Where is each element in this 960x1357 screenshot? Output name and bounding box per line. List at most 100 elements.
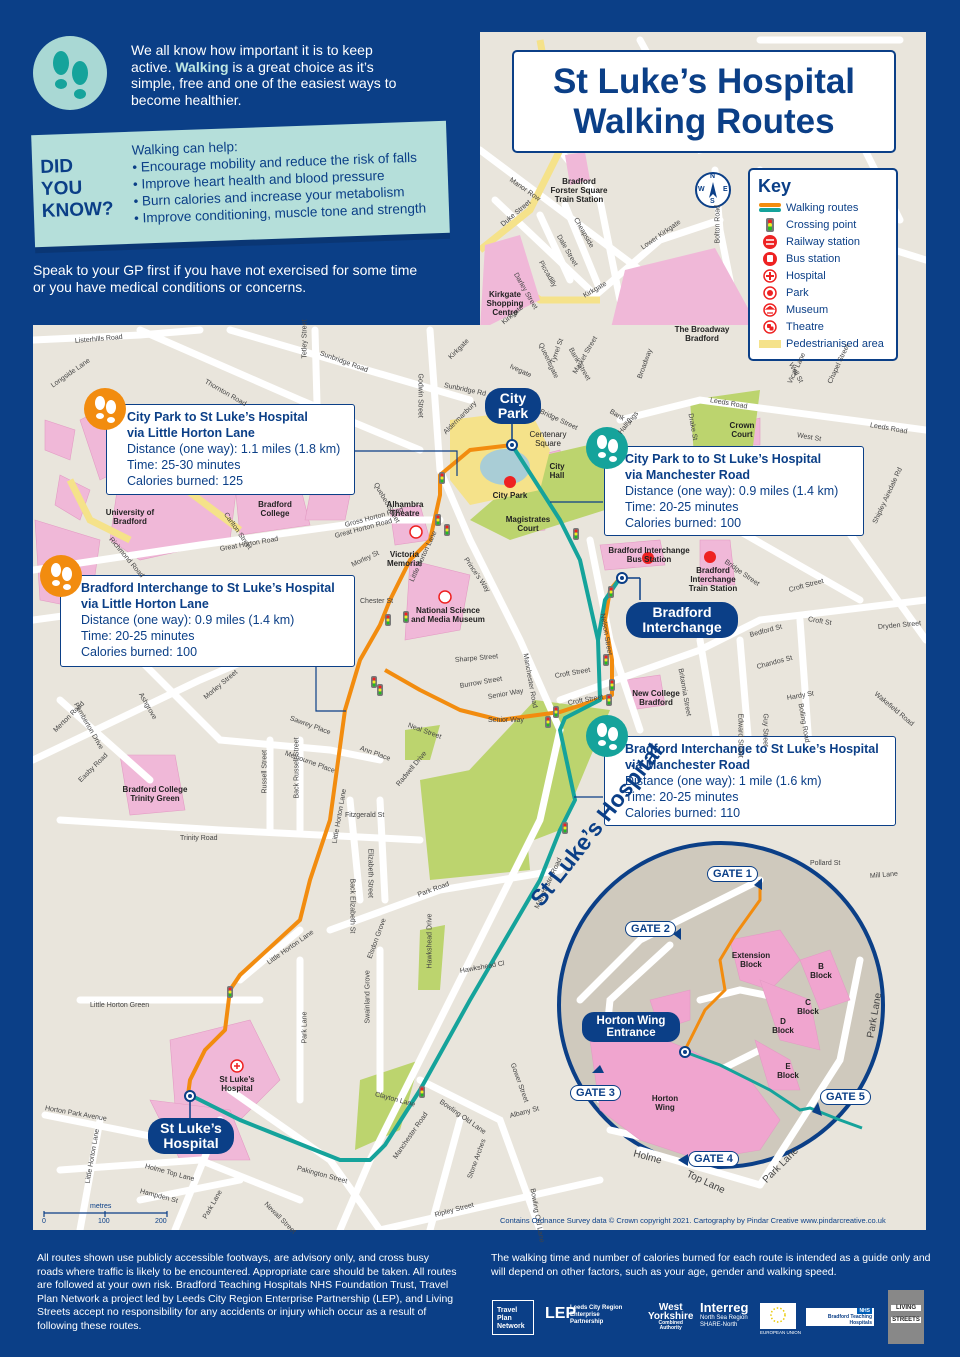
gate-5-label: GATE 5: [820, 1089, 871, 1105]
park-icon: [758, 285, 782, 300]
street-label: Senior Way: [488, 717, 524, 724]
crossing-point-icon: [758, 217, 782, 232]
street-label: Guy Street: [761, 713, 769, 747]
label-city-park: City Park: [492, 491, 528, 500]
street-label: Back Elizabeth St: [348, 878, 356, 934]
theatre-icon: [758, 319, 782, 334]
street-label: Godwin Street: [416, 373, 424, 418]
scale-tick: 0: [42, 1218, 46, 1225]
eu-flag-icon: [760, 1303, 796, 1329]
street-label: Edward Street: [736, 713, 744, 758]
logo-eu: EUROPEAN UNION: [760, 1330, 802, 1335]
street-label: Little Horton Green: [90, 1002, 150, 1009]
route-card-citypark-manchester: City Park to to St Luke’s Hospital via M…: [604, 446, 864, 536]
did-you-know-title: DID YOU KNOW?: [39, 155, 114, 222]
route-card-interchange-manchester: Bradford Interchange to St Luke’s Hospit…: [604, 736, 896, 826]
pin-horton-wing-entrance[interactable]: Horton Wing Entrance: [582, 1012, 680, 1042]
gate-2-label: GATE 2: [625, 921, 676, 937]
walking-emphasis: Walking: [175, 58, 229, 75]
gp-advice: Speak to your GP first if you have not e…: [33, 262, 418, 295]
hospital-icon: [758, 268, 782, 283]
footsteps-icon: [84, 388, 126, 430]
street-label: Hawkshead Drive: [426, 913, 434, 969]
key-item: Pedestrianised area: [758, 335, 888, 352]
street-label: Trinity Road: [180, 835, 218, 842]
crossing-points: [227, 472, 615, 1098]
scale-tick: 100: [98, 1218, 110, 1225]
gate-1-label: GATE 1: [707, 866, 758, 882]
street-label: Tetley Street: [301, 319, 309, 359]
street-label: Pollard St: [810, 860, 841, 867]
street-label: Fitzgerald St: [345, 812, 385, 819]
map-credit: Contains Ordnance Survey data © Crown co…: [500, 1216, 886, 1225]
street-label: Elizabeth Street: [366, 848, 374, 898]
footsteps-icon: [40, 555, 82, 597]
gate-3-label: GATE 3: [570, 1085, 621, 1101]
map-key: Key Walking routes Crossing point Railwa…: [748, 168, 898, 361]
street-label: Swainland Grove: [364, 970, 372, 1024]
key-item: Crossing point: [758, 216, 888, 233]
route-card-citypark-littlehorton: City Park to St Luke’s Hospital via Litt…: [106, 404, 355, 495]
logo-interreg: Interreg North Sea Region SHARE-North: [700, 1300, 749, 1329]
pin-city-park[interactable]: City Park: [485, 388, 541, 424]
disclaimer: All routes shown use publicly accessible…: [37, 1252, 457, 1332]
did-you-know-panel: DID YOU KNOW? Walking can help: • Encour…: [31, 120, 450, 248]
street-label: Chester St: [360, 598, 394, 605]
street-label: Back Russell Street: [293, 737, 301, 799]
route-card-interchange-littlehorton: Bradford Interchange to St Luke’s Hospit…: [60, 575, 355, 667]
pin-st-lukes-hospital[interactable]: St Luke’s Hospital: [148, 1118, 234, 1154]
pin-bradford-interchange[interactable]: Bradford Interchange: [626, 602, 738, 638]
pedestrianised-area-icon: [758, 339, 782, 348]
key-item: Museum: [758, 301, 888, 318]
logo-living-streets: LIVING STREETS: [888, 1290, 924, 1344]
page-title: St Luke’s Hospital Walking Routes: [512, 50, 896, 153]
museum-icon: [758, 302, 782, 317]
scale-unit: metres: [90, 1203, 112, 1210]
logo-lep-icon: LEP: [545, 1305, 577, 1322]
walking-routes-icon: [758, 202, 782, 213]
key-item: Park: [758, 284, 888, 301]
key-item: Railway station: [758, 233, 888, 250]
street-label: Park Lane: [301, 1011, 309, 1044]
street-label: Russell Street: [261, 749, 269, 794]
scale-tick: 200: [155, 1218, 167, 1225]
key-item: Bus station: [758, 250, 888, 267]
street-label: Bolton Road: [714, 204, 722, 244]
key-item: Walking routes: [758, 199, 888, 216]
footsteps-icon: [33, 36, 107, 110]
gate-4-label: GATE 4: [688, 1151, 739, 1167]
compass-icon: N S E W: [695, 172, 731, 208]
key-item: Hospital: [758, 267, 888, 284]
intro-text: We all know how important it is to keep …: [131, 42, 397, 108]
benefits-list: Walking can help: • Encourage mobility a…: [131, 139, 427, 226]
bus-station-icon: [758, 251, 782, 266]
footsteps-icon: [586, 427, 628, 469]
footsteps-icon: [586, 715, 628, 757]
guide-note: The walking time and number of calories …: [491, 1252, 931, 1278]
